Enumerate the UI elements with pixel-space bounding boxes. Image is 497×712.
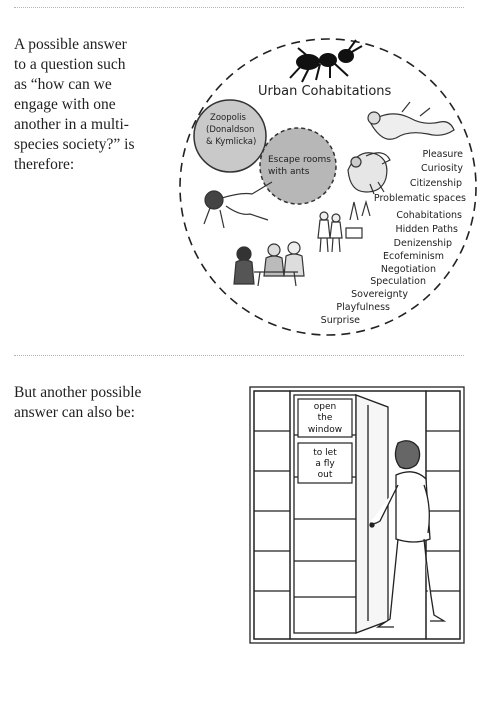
second-line: But another possible [14,384,142,401]
keyword: Hidden Paths [395,224,458,235]
keyword: Negotiation [381,264,436,275]
diagram-dashed-circle [179,38,477,336]
keyword-list: Pleasure Curiosity Citizenship Problemat… [321,149,466,326]
intro-line: engage with one [14,96,116,113]
ant-illustration [289,39,363,83]
intro-paragraph: A possible answer to a question such as … [14,35,164,175]
intro-line: A possible answer [14,36,127,53]
intro-line: as “how can we [14,76,112,93]
keyword: Problematic spaces [374,193,466,204]
sign-top-line: the [318,413,333,423]
keyword: Surprise [321,315,360,326]
keyword: Ecofeminism [383,251,444,262]
sign-bottom-line: a fly [315,459,335,469]
person-figure [369,440,447,628]
intro-line: therefore: [14,156,75,173]
keyword: Playfulness [336,302,390,313]
sign-bottom-line: to let [313,448,337,458]
intro-line: another in a multi- [14,116,129,133]
diagram-title: Urban Cohabitations [258,84,392,99]
intro-line: to a question such [14,56,126,73]
separator-top [14,7,464,8]
escape-rooms-line: Escape rooms [268,155,331,165]
second-line: answer can also be: [14,404,135,421]
keyword: Curiosity [421,163,463,174]
sign-top-line: open [314,402,336,412]
keyword: Speculation [370,276,426,287]
sign-bottom [297,442,353,484]
urban-cohabitations-diagram: Urban Cohabitations Zoopolis (Donaldson … [179,38,477,336]
standing-people-illustration [317,199,371,253]
keyword: Pleasure [422,149,463,160]
lying-figures-illustration [367,101,455,140]
open-window-illustration: open the window to let a fly out [249,386,465,644]
escape-rooms-line: with ants [268,167,310,177]
second-paragraph: But another possible answer can also be: [14,383,174,423]
keyword: Denizenship [394,238,452,249]
sign-bottom-line: out [318,470,333,480]
sign-top-line: window [308,425,342,435]
separator-middle [14,355,464,356]
escape-rooms-bubble [259,127,337,205]
keyword: Citizenship [410,178,462,189]
sign-top [297,398,353,438]
zoopolis-line: (Donaldson [206,125,254,135]
bird-people-illustration [347,152,391,195]
keyword: Cohabitations [396,210,462,221]
zoopolis-line: & Kymlicka) [206,137,256,147]
zoopolis-line: Zoopolis [210,113,247,123]
reclining-figure-illustration [203,181,273,229]
zoopolis-bubble [193,99,267,173]
table-group-illustration [233,241,305,287]
keyword: Sovereignty [351,289,408,300]
intro-line: species society?” is [14,136,135,153]
